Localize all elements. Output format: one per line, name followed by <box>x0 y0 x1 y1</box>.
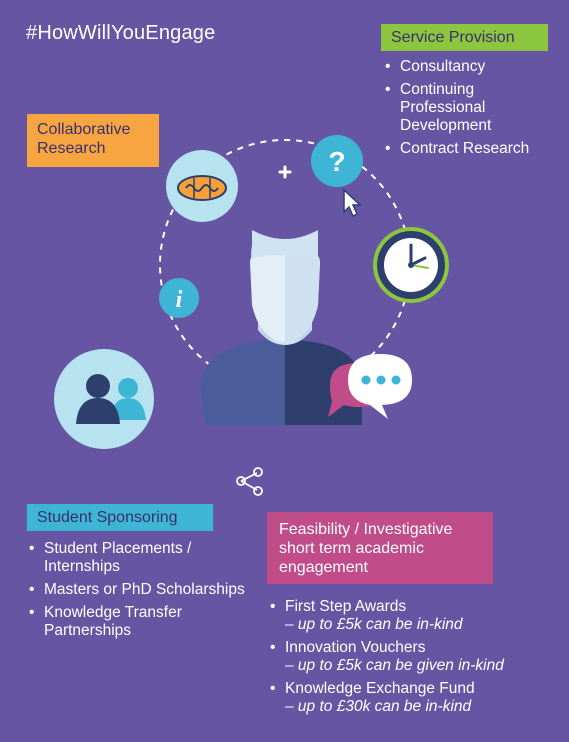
hashtag-title: #HowWillYouEngage <box>26 22 216 44</box>
plus-icon <box>278 165 292 179</box>
feasibility-label: Feasibility / Investigative short term a… <box>267 512 493 584</box>
speech-bubbles-icon <box>328 354 412 419</box>
list-item: Knowledge Exchange Fund – up to £30k can… <box>270 680 565 716</box>
item-name: Innovation Vouchers <box>285 639 426 656</box>
item-name: Knowledge Exchange Fund <box>285 680 475 697</box>
item-name: First Step Awards <box>285 598 407 615</box>
brain-icon <box>166 150 238 222</box>
share-icon <box>236 467 263 496</box>
service-provision-label: Service Provision <box>381 24 548 51</box>
list-item: Continuing Professional Development <box>385 81 560 135</box>
collaborative-research-label: Collaborative Research <box>27 114 159 167</box>
people-icon <box>54 349 154 449</box>
item-note: – up to £5k can be in-kind <box>285 616 463 633</box>
student-sponsoring-list: Student Placements / Internships Masters… <box>29 540 259 645</box>
clock-icon <box>373 227 449 303</box>
list-item: First Step Awards – up to £5k can be in-… <box>270 598 565 634</box>
person-avatar <box>200 230 362 425</box>
cursor-icon <box>343 188 362 218</box>
list-item: Contract Research <box>385 140 560 158</box>
question-icon: ? <box>311 135 363 187</box>
item-note: – up to £30k can be in-kind <box>285 698 472 715</box>
student-sponsoring-label: Student Sponsoring <box>27 504 213 531</box>
list-item: Student Placements / Internships <box>29 540 259 576</box>
svg-text:?: ? <box>328 146 345 177</box>
item-note: – up to £5k can be given in-kind <box>285 657 504 674</box>
list-item: Knowledge Transfer Partnerships <box>29 604 259 640</box>
svg-text:i: i <box>176 287 183 313</box>
info-icon: i <box>159 278 199 318</box>
service-provision-list: Consultancy Continuing Professional Deve… <box>385 58 560 163</box>
list-item: Masters or PhD Scholarships <box>29 581 259 599</box>
list-item: Innovation Vouchers – up to £5k can be g… <box>270 639 565 675</box>
list-item: Consultancy <box>385 58 560 76</box>
feasibility-list: First Step Awards – up to £5k can be in-… <box>270 598 565 721</box>
